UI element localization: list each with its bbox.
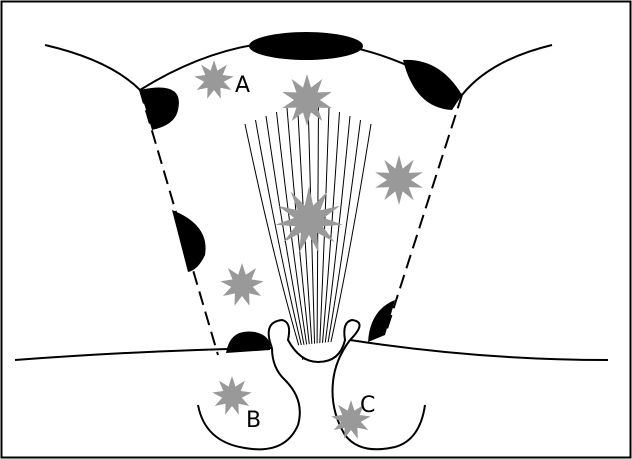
spot-group <box>194 60 422 439</box>
left-lower-pouch <box>198 348 300 449</box>
label-c: C <box>360 393 375 418</box>
right-bottom-dark-blob <box>368 300 395 342</box>
grey-spot <box>220 263 263 306</box>
right-upper-dark-blob <box>403 60 462 110</box>
label-b: B <box>246 408 261 433</box>
right-dashed-wall <box>385 95 462 335</box>
left-upper-dark-blob <box>140 88 179 131</box>
top-dark-blob <box>249 32 363 60</box>
left-shoulder-arc <box>45 45 140 90</box>
grey-spot <box>194 60 233 99</box>
right-base-arc <box>350 340 608 360</box>
left-middle-dark-blob <box>172 210 206 272</box>
label-a: A <box>235 73 250 98</box>
left-bottom-dark-blob <box>226 331 270 353</box>
grey-spot <box>375 155 423 205</box>
grey-spot <box>282 74 331 126</box>
right-shoulder-arc <box>462 45 552 95</box>
